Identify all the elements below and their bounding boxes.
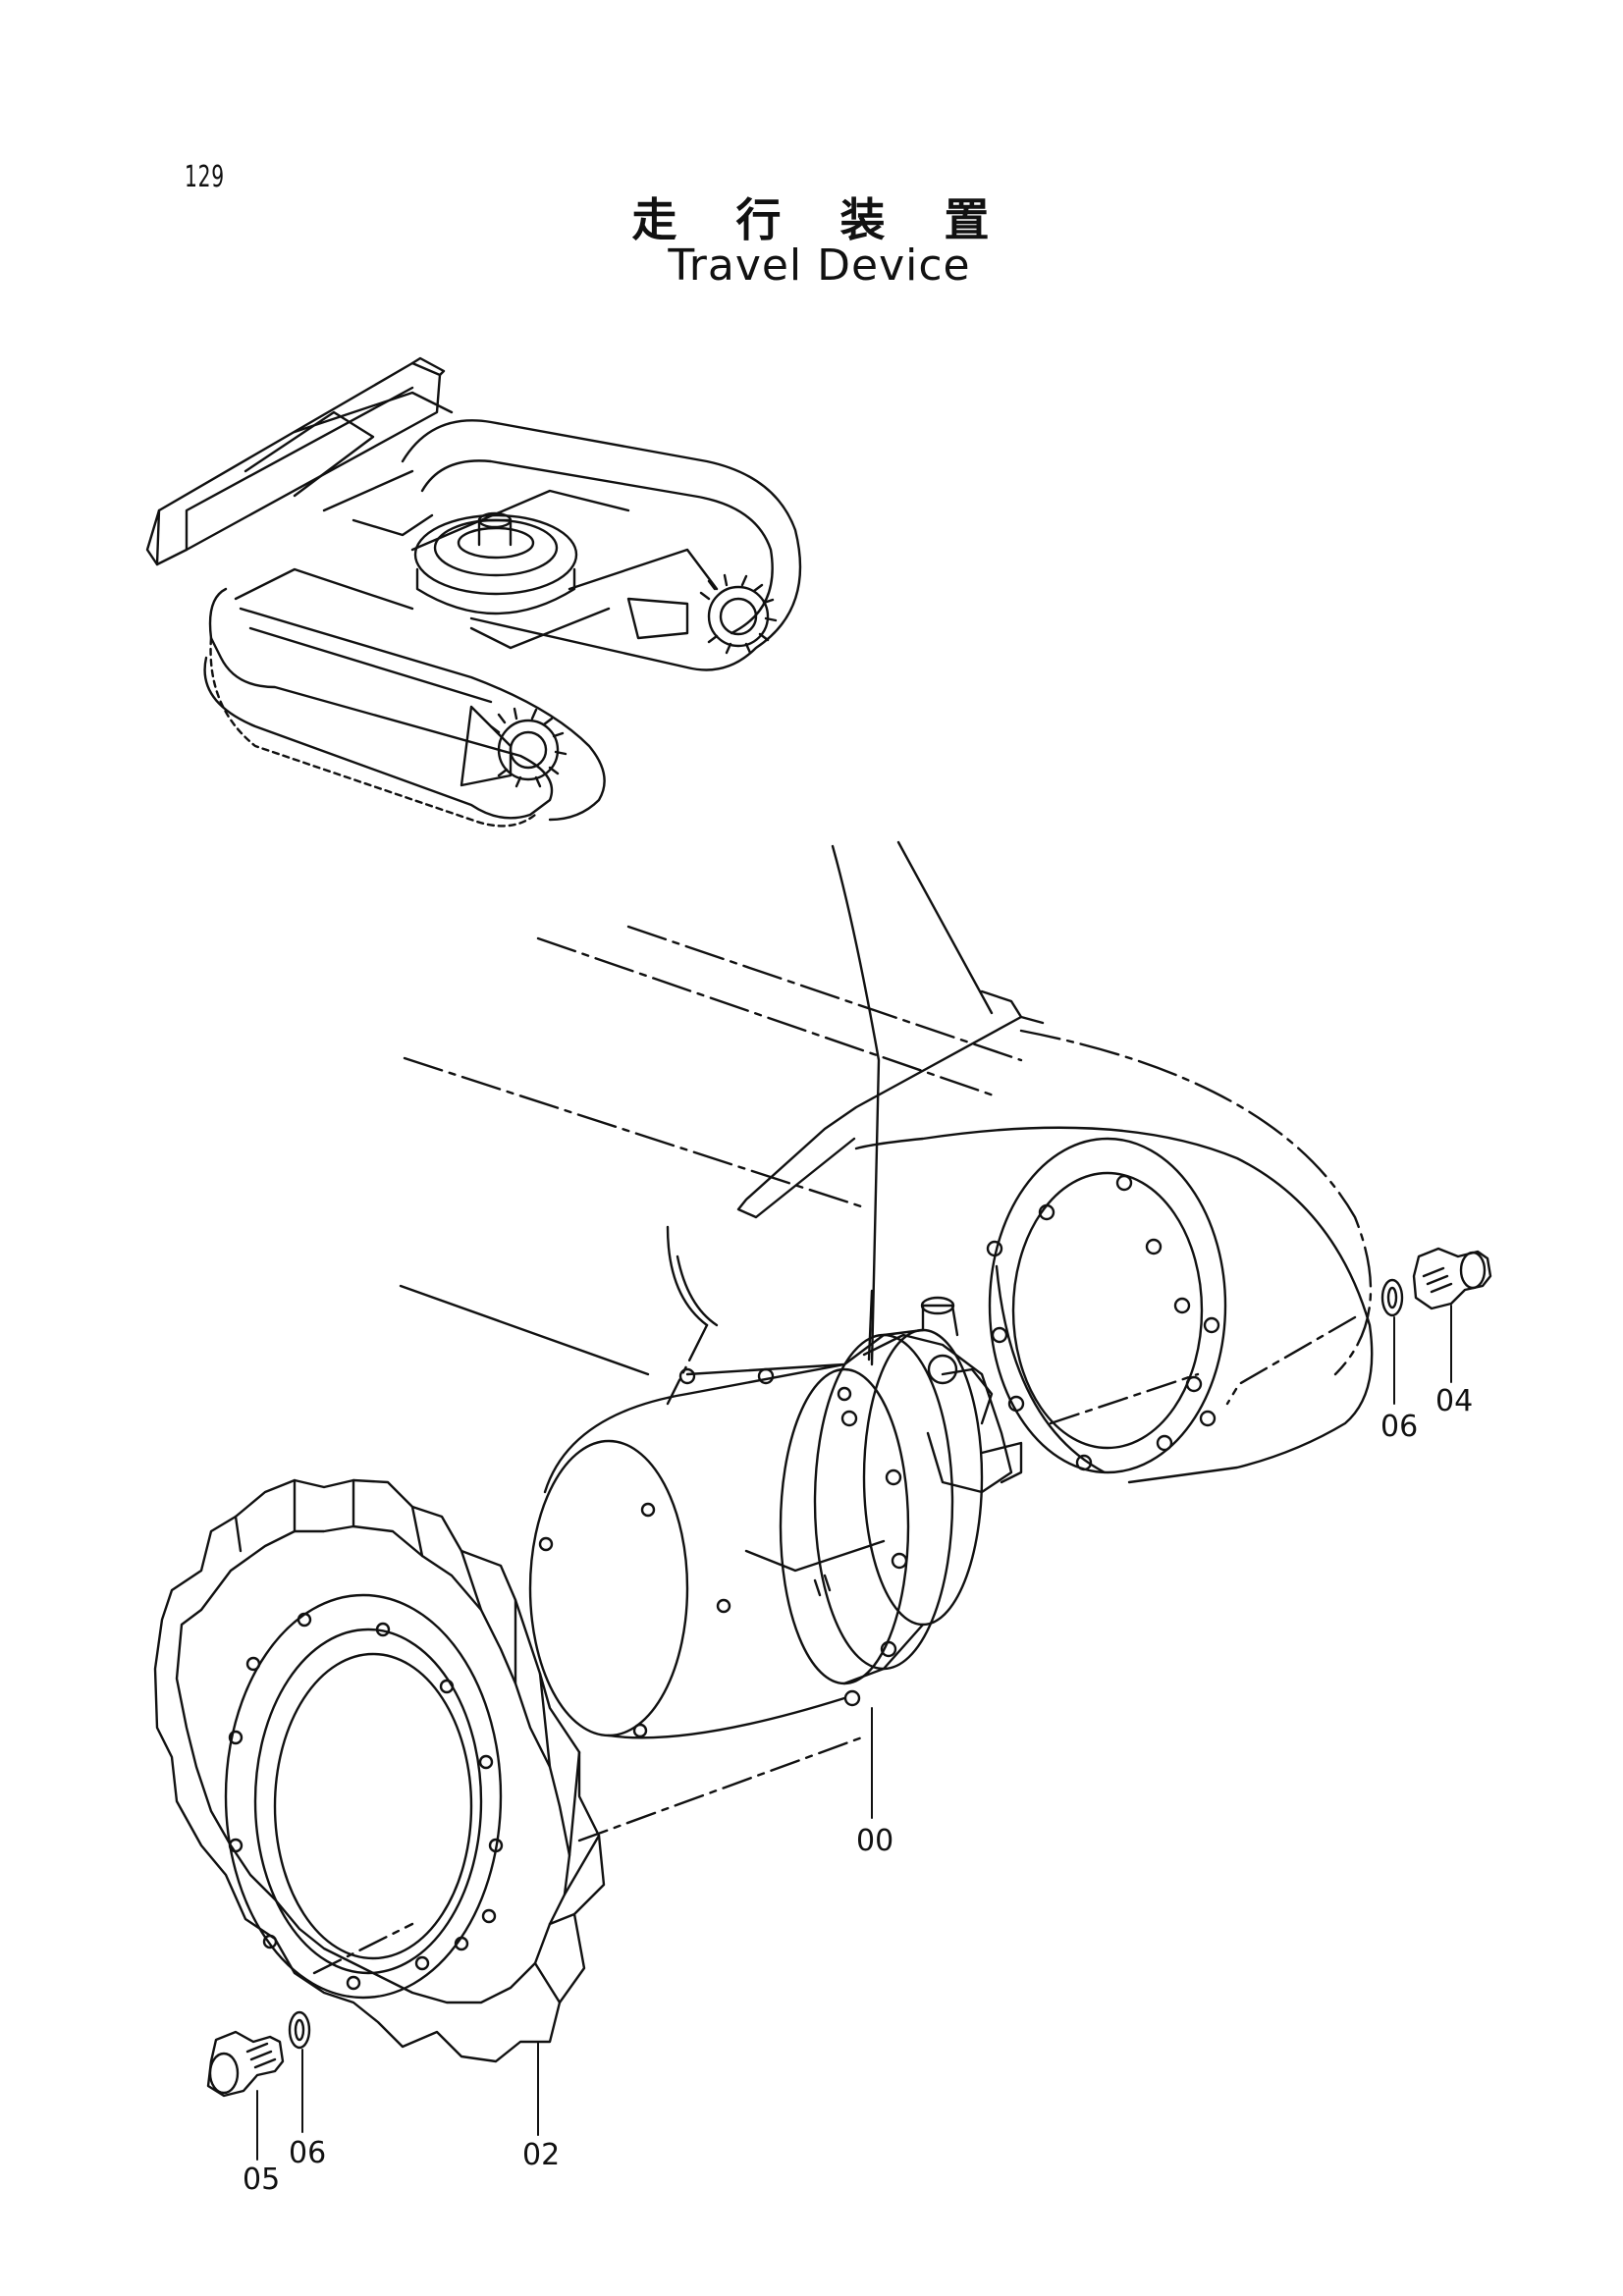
callout-06-right: 06 <box>1380 1410 1418 1444</box>
undercarriage-overview <box>145 356 802 828</box>
washer-06-left <box>288 2010 311 2050</box>
title-english: Travel Device <box>668 240 971 291</box>
callout-06-left: 06 <box>289 2136 326 2170</box>
washer-06-right <box>1380 1278 1404 1317</box>
leader-lines <box>256 1305 1452 2161</box>
track-frame-phantom <box>399 840 1374 1484</box>
callout-04: 04 <box>1435 1384 1473 1418</box>
callout-00: 00 <box>856 1824 893 1858</box>
page-number: 129 <box>185 160 225 194</box>
travel-motor <box>528 1296 1200 1842</box>
title-japanese: 走 行 装 置 <box>631 193 1011 246</box>
bolt-04 <box>1412 1247 1492 1310</box>
bolt-05 <box>206 2030 285 2098</box>
callout-02: 02 <box>522 2138 560 2172</box>
callout-05: 05 <box>243 2163 280 2197</box>
sprocket <box>153 1478 606 2063</box>
